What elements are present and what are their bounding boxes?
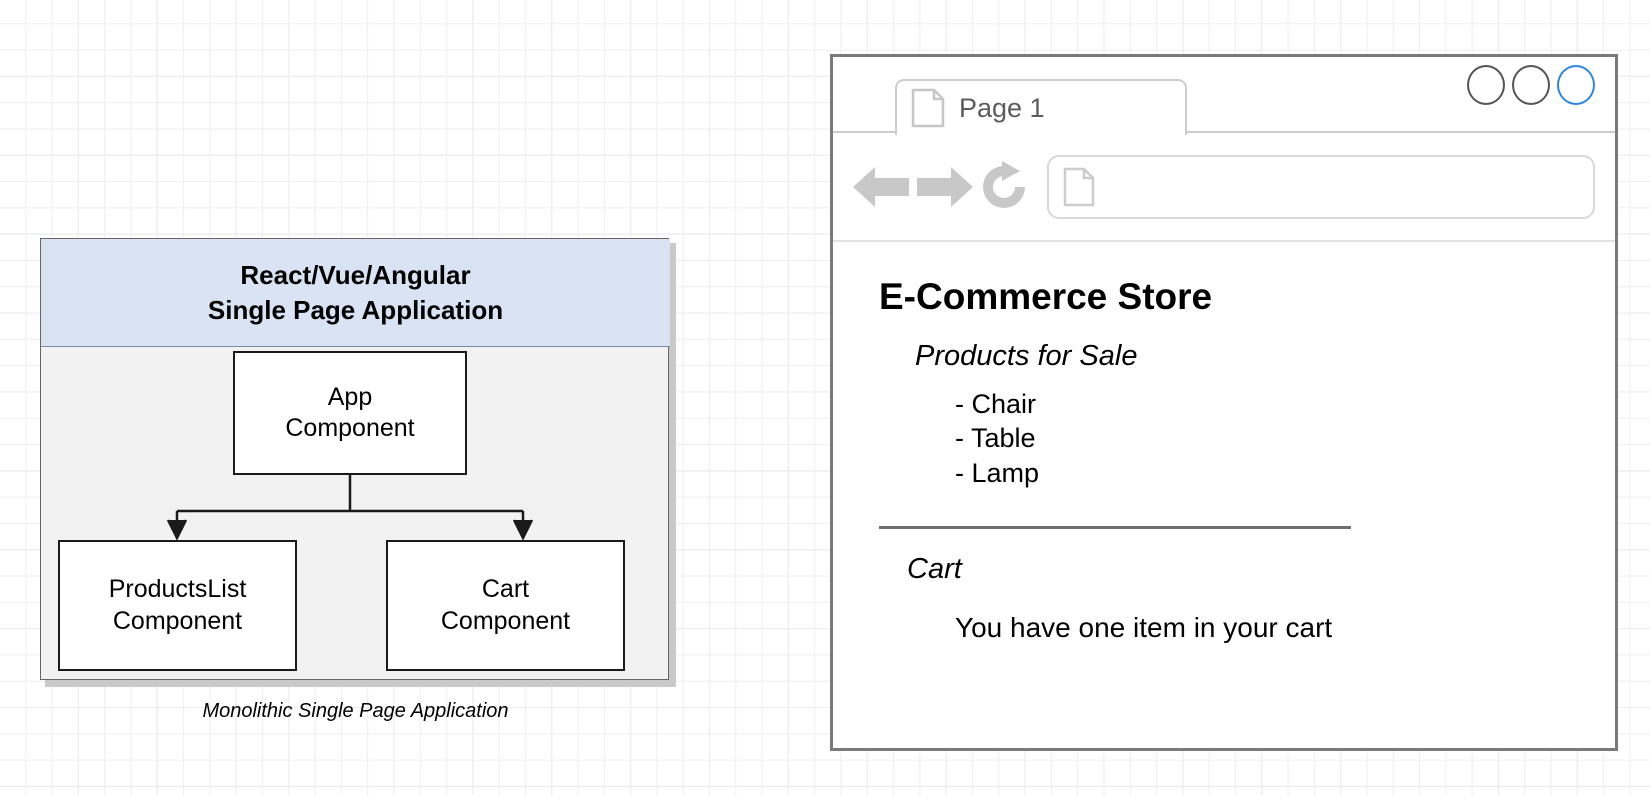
products-list-label-line-2: Component [112,606,243,635]
browser-tab-bar: Page 1 [833,57,1615,135]
page-document-icon [911,88,945,128]
cart-label-line-2: Component [440,606,571,635]
component-box-app-label: App Component [285,382,414,445]
browser-toolbar [833,133,1615,242]
component-box-app: App Component [233,351,468,476]
list-item: - Table [955,423,1036,454]
arrow-right-icon[interactable] [913,161,975,213]
close-button[interactable] [1557,65,1595,105]
browser-page-content: E-Commerce Store Products for Sale - Cha… [833,242,1615,748]
spa-title-line-1: React/Vue/Angular [240,259,471,290]
spa-container-title: React/Vue/Angular Single Page Applicatio… [208,258,503,327]
spa-container-header: React/Vue/Angular Single Page Applicatio… [41,239,670,347]
url-address-bar[interactable] [1047,154,1595,219]
cart-message: You have one item in your cart [955,611,1333,643]
maximize-button[interactable] [1512,65,1550,105]
list-item: - Chair [955,389,1037,419]
app-label-line-1: App [327,382,373,411]
browser-tab-page-1[interactable]: Page 1 [895,79,1187,135]
window-controls-group [1467,65,1595,105]
list-item: - Lamp [955,457,1040,488]
cart-label-line-1: Cart [481,575,530,604]
spa-container-box: React/Vue/Angular Single Page Applicatio… [40,238,670,680]
browser-tab-label: Page 1 [959,92,1045,123]
arrowhead-cart [512,519,534,541]
page-title: E-Commerce Store [879,276,1213,317]
spa-title-line-2: Single Page Application [207,294,504,325]
browser-window-mockup: Page 1 E-Commerce Store Pro [830,54,1618,751]
arrowhead-cart-fill [514,520,532,539]
component-box-cart-label: Cart Component [441,574,570,637]
products-section-subheading: Products for Sale [915,340,1138,372]
app-label-line-2: Component [285,414,415,442]
products-list: - Chair - Table - Lamp [955,387,1573,490]
arrowhead-products-list [166,519,188,541]
component-box-products-list: ProductsList Component [58,540,298,672]
monolith-diagram: React/Vue/Angular Single Page Applicatio… [40,238,676,687]
cart-section-subheading: Cart [907,552,962,585]
page-document-icon [1063,167,1095,206]
reload-icon[interactable] [975,159,1033,215]
products-list-label-line-1: ProductsList [108,575,247,604]
minimize-button[interactable] [1467,65,1505,105]
arrow-left-icon[interactable] [851,161,913,213]
component-box-products-list-label: ProductsList Component [109,574,247,637]
arrowhead-products-list-fill [168,520,186,539]
url-input[interactable] [1105,171,1593,202]
diagram-caption: Monolithic Single Page Application [202,700,509,722]
section-divider [879,525,1351,529]
component-box-cart: Cart Component [386,540,626,672]
